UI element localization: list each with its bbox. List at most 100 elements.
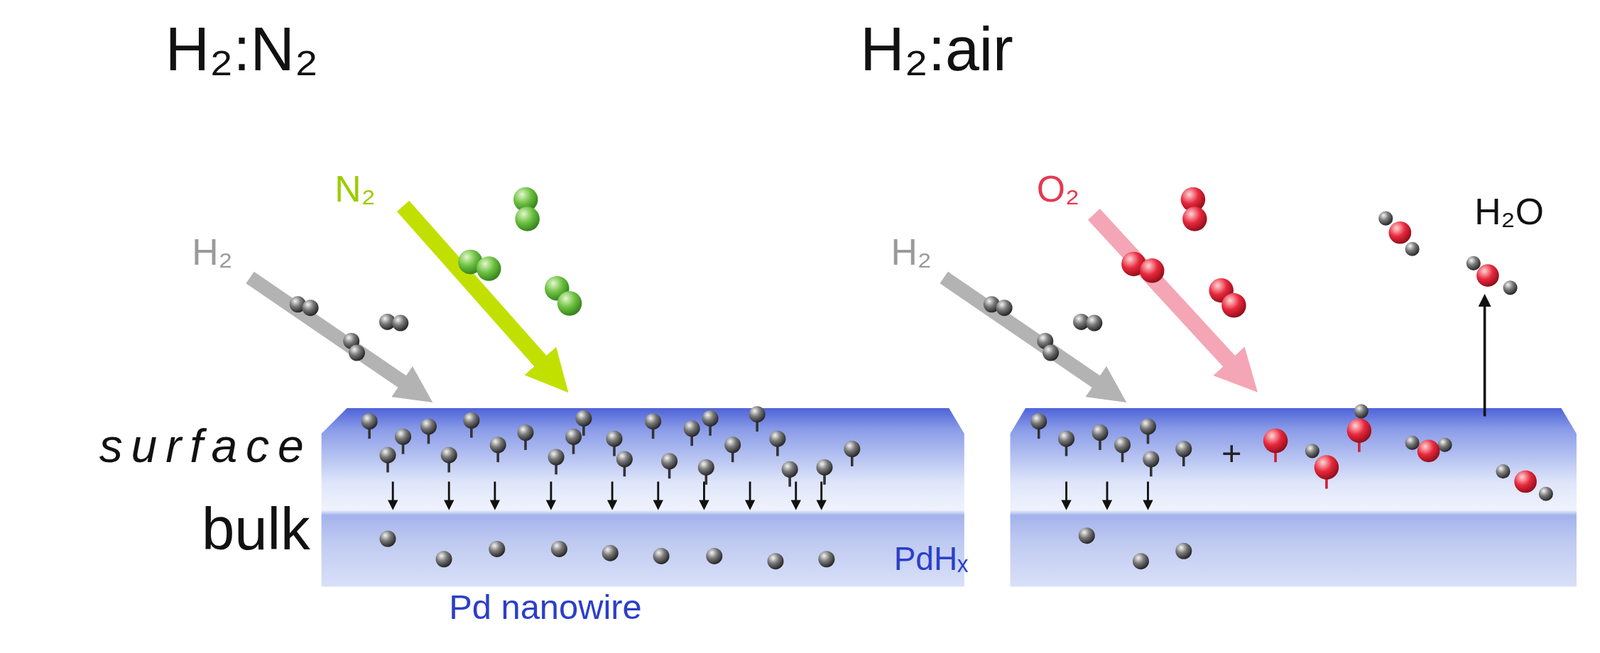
hydrogen-atom: [1405, 242, 1420, 257]
hydrogen-atom: [698, 459, 715, 476]
gas-mixture-title: H₂:N₂: [165, 18, 319, 80]
hydrogen-atom: [781, 461, 799, 478]
hydrogen-atom: [1378, 211, 1393, 226]
hydrogen-atom: [490, 436, 507, 454]
diffusion-arrow: [656, 482, 660, 503]
hydrogen-atom: [1078, 527, 1096, 544]
region-label: surface: [99, 422, 313, 470]
gas-label: N₂: [334, 171, 375, 209]
hydrogen-atom: [1175, 543, 1192, 560]
oxygen-molecule: [1182, 206, 1207, 232]
hydrogen-molecule: [302, 299, 319, 317]
diffusion-arrow: [1065, 482, 1068, 503]
oxygen-molecule: [1221, 293, 1246, 319]
diffusion-arrow: [611, 482, 614, 503]
h2-flow-arrow: [249, 277, 409, 386]
hydrogen-atom: [1132, 553, 1150, 570]
pd-nanowire-slab: [321, 408, 965, 588]
hydrogen-atom: [767, 553, 785, 570]
hydrogen-atom: [1114, 436, 1131, 454]
hydrogen-atom: [705, 548, 723, 565]
hydrogen-atom: [1466, 256, 1481, 271]
hydrogen-atom: [436, 551, 453, 568]
hydrogen-atom: [551, 541, 568, 558]
hydrogen-atom: [749, 406, 766, 423]
hydrogen-atom: [683, 420, 701, 437]
hydrogen-molecule: [348, 345, 366, 362]
pdhx-slab: [1009, 408, 1576, 588]
diffusion-arrow: [820, 482, 823, 503]
desorption-arrow: [1483, 303, 1487, 417]
hydrogen-atom: [575, 410, 592, 427]
hydrogen-atom: [379, 447, 397, 464]
oxygen-atom: [1389, 221, 1412, 245]
hydrogen-atom: [818, 551, 835, 568]
hydrogen-molecule: [1042, 345, 1059, 362]
product-label: H₂O: [1474, 193, 1544, 231]
h2-flow-arrow: [943, 277, 1103, 386]
diffusion-arrow: [1106, 482, 1109, 503]
n2-flow-arrow: [403, 205, 547, 368]
diffusion-arrow: [392, 482, 395, 503]
hydrogen-atom: [548, 449, 565, 466]
hydrogen-atom: [605, 431, 623, 448]
hydrogen-atom: [1091, 424, 1108, 442]
oxygen-molecule: [1139, 258, 1164, 284]
oxygen-atom: [1514, 470, 1537, 494]
oxygen-atom: [1263, 428, 1288, 454]
oxygen-atom: [1314, 455, 1339, 481]
pd-slabs: [321, 408, 1577, 588]
hydrogen-atom: [488, 541, 505, 558]
hydrogen-atom: [420, 418, 437, 435]
atoms: [289, 187, 1554, 570]
plus-sign: +: [1221, 436, 1243, 471]
hydrogen-atom: [653, 548, 670, 565]
hydrogen-atom: [361, 413, 378, 430]
hydrogen-atom: [724, 436, 741, 454]
hydrogen-atom: [1495, 464, 1510, 479]
hydrogen-atom: [1538, 487, 1554, 502]
hydrogen-molecule: [996, 299, 1013, 317]
gas-label: H₂: [890, 234, 932, 272]
material-label: PdHₓ: [894, 542, 969, 576]
hydrogen-atom: [463, 412, 480, 429]
hydrogen-atom: [1354, 404, 1369, 419]
o2-flow-arrow: [1093, 214, 1235, 368]
diffusion-arrow: [448, 482, 451, 503]
hydrogen-atom: [769, 431, 786, 448]
hydrogen-atom: [1030, 413, 1047, 430]
diffusion-arrow: [1146, 482, 1150, 503]
oxygen-atom: [1417, 440, 1441, 464]
hydrogen-atom: [661, 453, 678, 470]
hydrogen-atom: [644, 413, 662, 430]
hydrogen-atom: [1142, 450, 1159, 468]
hydrogen-atom: [1139, 418, 1157, 435]
diffusion-arrow: [549, 482, 552, 503]
gas-label: O₂: [1036, 171, 1080, 209]
hydrogen-atom: [1502, 280, 1517, 295]
hydrogen-atom: [379, 531, 397, 548]
hydrogen-atom: [394, 428, 412, 446]
hydrogen-atom: [702, 410, 719, 427]
region-label: bulk: [201, 499, 311, 559]
hydrogen-atom: [516, 424, 534, 442]
hydrogen-atom: [616, 450, 633, 468]
nitrogen-molecule: [514, 206, 540, 232]
hydrogen-atom: [1305, 443, 1320, 459]
hydrogen-atom: [815, 459, 833, 476]
gas-flow-arrows: [249, 205, 1485, 417]
hydrogen-atom: [1058, 431, 1075, 448]
hydrogen-molecule: [1085, 315, 1103, 332]
nitrogen-molecule: [557, 291, 582, 317]
hydrogen-molecule: [392, 315, 409, 332]
oxygen-atom: [1347, 418, 1372, 444]
hydrogen-atom: [1175, 441, 1192, 458]
hydrogen-atom: [441, 447, 458, 464]
diffusion-arrow: [794, 482, 797, 503]
diffusion-arrow: [703, 482, 706, 503]
diffusion-arrow: [493, 482, 496, 503]
hydrogen-atom: [1405, 436, 1420, 451]
hydrogen-atom: [602, 545, 619, 562]
hydrogen-atom: [1438, 438, 1453, 453]
